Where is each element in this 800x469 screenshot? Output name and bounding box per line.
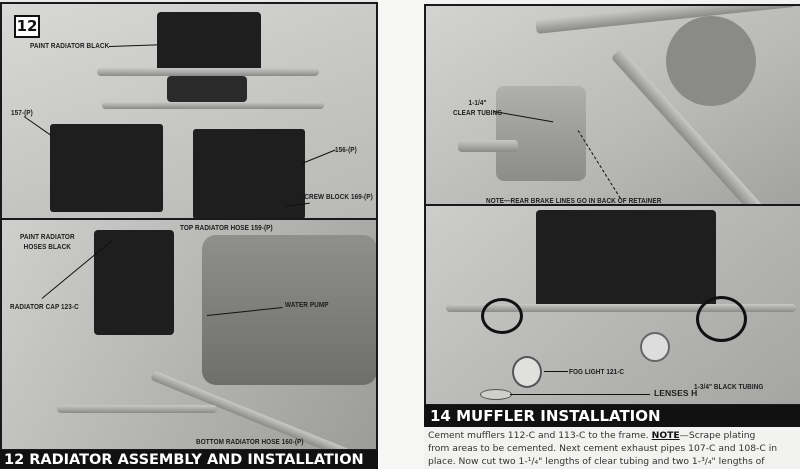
lens-part-image [480,389,512,400]
label-part-157: 157-(P) [11,108,33,117]
axle-image [458,140,518,152]
muffler-instructions: Cement mufflers 112-C and 113-C to the f… [428,429,800,468]
part-157-image [50,124,163,212]
frame-image [97,68,319,76]
label-screw-block: SCREW BLOCK 169-(P) [300,192,373,201]
label-paint-radiator: PAINT RADIATOR BLACK [30,41,110,50]
page-gutter [378,0,424,469]
roll-bar-image [535,6,796,34]
instruction-text: Cement mufflers 112-C and 113-C to the f… [428,430,652,441]
label-paint-hoses-line1: PAINT RADIATOR [20,232,75,241]
section-title-14: 14 MUFFLER INSTALLATION [424,405,800,427]
muffler-photo: FOG LIGHT 121-C 1-3/4" BLACK TUBING LENS… [424,204,800,406]
leader-line [510,394,650,396]
axle-housing-image [496,86,586,181]
section-title-12: 12 RADIATOR ASSEMBLY AND INSTALLATION [0,450,378,469]
instruction-text: —Scrape plating [679,430,756,441]
instruction-line-2: from areas to be cemented. Next cement e… [428,443,778,454]
label-bottom-hose: BOTTOM RADIATOR HOSE 160-(P) [196,437,304,446]
leader-line [23,116,52,137]
label-clear-tubing: 1-1/4"CLEAR TUBING [453,98,502,118]
label-lenses: LENSES H [654,388,698,398]
right-page: 1-1/4"CLEAR TUBING NOTE—REAR BRAKE LINES… [424,0,800,469]
label-fog-light: FOG LIGHT 121-C [569,367,625,376]
label-water-pump: WATER PUMP [285,300,329,309]
part-156-image [193,129,305,218]
differential-image [666,16,756,106]
frame-image-lower [102,102,324,109]
label-radiator-cap: RADIATOR CAP 123-C [10,302,79,311]
label-clear-tubing-text: CLEAR TUBING [453,108,503,117]
instruction-line-3: place. Now cut two 1-¹/₄" lengths of cle… [428,456,765,467]
label-brake-lines-note: NOTE—REAR BRAKE LINES GO IN BACK OF RETA… [486,196,662,205]
label-black-tubing: 1-3/4" BLACK TUBING [694,382,764,391]
engine-image [202,235,376,385]
radiator-parts-photo: 12 PAINT RADIATOR BLACK 157-(P) 156-(P) … [0,2,378,220]
leader-line [108,44,157,48]
radiator-installed-image [94,230,174,335]
label-clear-tubing-size: 1-1/4" [468,98,487,107]
frame-center-opening [167,76,247,102]
fog-light-part-image [512,356,542,388]
label-part-156: 156-(P) [335,145,357,154]
left-page: 12 PAINT RADIATOR BLACK 157-(P) 156-(P) … [0,0,378,469]
rear-axle-photo: 1-1/4"CLEAR TUBING NOTE—REAR BRAKE LINES… [424,4,800,206]
leader-line [301,149,336,165]
muffler-radiator-image [536,210,716,310]
label-top-hose: TOP RADIATOR HOSE 159-(P) [180,223,273,232]
suspension-image [57,405,217,413]
fog-light-mounted-image [640,332,670,362]
black-tubing-image-right [696,296,747,342]
label-paint-hoses-line2: HOSES BLACK [23,242,71,251]
step-number-badge: 12 [14,15,40,38]
leader-line [544,371,568,373]
front-frame-image [446,304,796,312]
radiator-image [157,12,261,72]
instruction-line-1: Cement mufflers 112-C and 113-C to the f… [428,429,800,442]
note-label: NOTE [651,430,680,441]
black-tubing-image [481,298,523,334]
